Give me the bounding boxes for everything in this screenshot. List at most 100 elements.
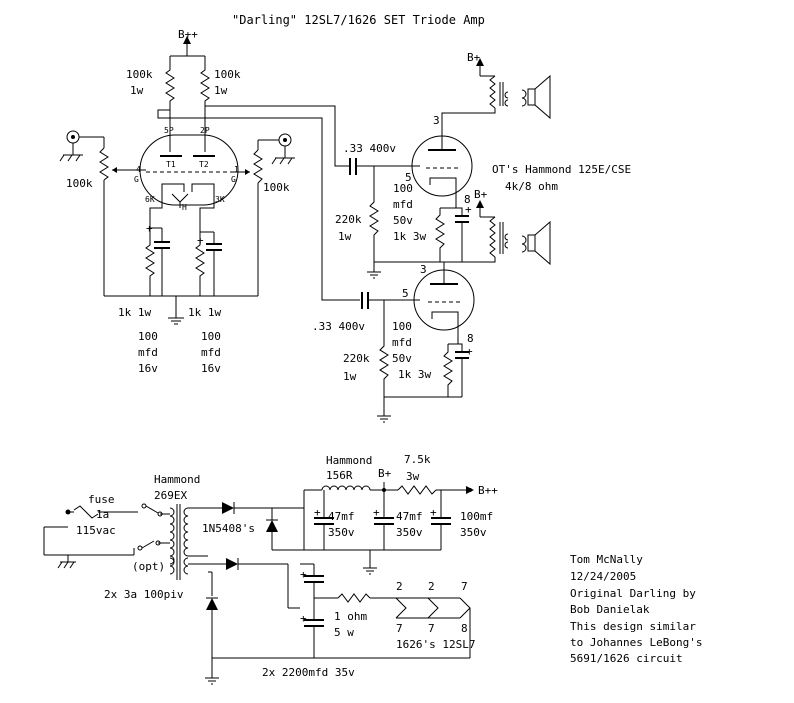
heater-top-2: 2 bbox=[428, 580, 435, 593]
out-cap-2-c: 50v bbox=[392, 352, 412, 365]
schematic-title: "Darling" 12SL7/1626 SET Triode Amp bbox=[232, 13, 485, 27]
input-jack-left-icon[interactable] bbox=[59, 130, 104, 162]
power-switch-icon[interactable] bbox=[141, 503, 163, 517]
pin-h-label: H bbox=[182, 203, 187, 212]
heater-string bbox=[395, 597, 471, 619]
plate-resistor-1 bbox=[165, 65, 175, 125]
grid-resistor-1 bbox=[369, 166, 379, 262]
heater-top-3: 7 bbox=[461, 580, 468, 593]
ot-note-2: 4k/8 ohm bbox=[505, 180, 558, 193]
rectifier-label: 1N5408's bbox=[202, 522, 255, 535]
caps-heater-label: 2x 2200mfd 35v bbox=[262, 666, 355, 679]
cap-47-1-a: 47mf bbox=[328, 510, 355, 523]
cathode-cap-2-c: 16v bbox=[201, 362, 221, 375]
output-cathode-network-1 bbox=[367, 200, 469, 279]
heater-cap-2-plus: + bbox=[300, 612, 307, 625]
heater-bot-3: 8 bbox=[461, 622, 468, 635]
mains-input-wiring bbox=[43, 505, 138, 569]
out-pin-3b: 3 bbox=[420, 263, 427, 276]
note-line-2: 12/24/2005 bbox=[570, 570, 636, 583]
grid-resistor-2 bbox=[379, 300, 389, 397]
heater-top-1: 2 bbox=[396, 580, 403, 593]
plate-lead-1 bbox=[157, 109, 360, 301]
input-jack-right-icon[interactable] bbox=[258, 133, 295, 165]
heater-cap-1-plus: + bbox=[300, 568, 307, 581]
note-line-3: Original Darling by bbox=[570, 587, 696, 600]
pin-1-label: 1 bbox=[234, 165, 239, 174]
speaker-1-icon bbox=[527, 74, 551, 120]
plate-resistor-1-power: 1w bbox=[130, 84, 144, 97]
bplus-ps-label: B+ bbox=[378, 467, 392, 480]
out-pin-5b: 5 bbox=[402, 287, 409, 300]
preamp-bpp-rail bbox=[169, 36, 206, 65]
cathode-cap-2-a: 100 bbox=[201, 330, 221, 343]
note-line-6: to Johannes LeBong's bbox=[570, 636, 702, 649]
out-pin-8b: 8 bbox=[467, 332, 474, 345]
coupling-cap-2-label: .33 400v bbox=[312, 320, 365, 333]
cap-100-a: 100mf bbox=[460, 510, 493, 523]
volume-pot-left[interactable] bbox=[99, 137, 146, 296]
bplus-2-label: B+ bbox=[474, 188, 488, 201]
cathode-r-1-label: 1k 1w bbox=[118, 306, 151, 319]
plate-resistor-2-value: 100k bbox=[214, 68, 241, 81]
cathode-cap-1-a: 100 bbox=[138, 330, 158, 343]
out-pin-5a: 5 bbox=[405, 171, 412, 184]
hv-filter bbox=[272, 482, 472, 575]
fuse-rating-label: 1a bbox=[96, 508, 109, 521]
choke-label-2: 156R bbox=[326, 469, 353, 482]
bpp-ps-label: B++ bbox=[478, 484, 498, 497]
heater-bot-1: 7 bbox=[396, 622, 403, 635]
out-cath-r-1: 1k 3w bbox=[393, 230, 426, 243]
heater-note: 1626's 12SL7 bbox=[396, 638, 475, 651]
bplus-1-label: B+ bbox=[467, 51, 481, 64]
note-line-4: Bob Danielak bbox=[570, 603, 650, 616]
coupling-cap-1 bbox=[349, 158, 420, 175]
diodes-heater-label: 2x 3a 100piv bbox=[104, 588, 184, 601]
pin-2p-label: 2P bbox=[200, 126, 210, 135]
r-drop-value: 7.5k bbox=[404, 453, 431, 466]
pin-t2-label: T2 bbox=[199, 160, 209, 169]
preamp-cathode-network-2 bbox=[195, 192, 222, 296]
output-tube-1626-top bbox=[411, 122, 473, 200]
out-pin-3a: 3 bbox=[433, 114, 440, 127]
out-cap-2-plus: + bbox=[466, 345, 473, 358]
note-line-7: 5691/1626 circuit bbox=[570, 652, 683, 665]
output-transformer-2-icon bbox=[443, 200, 527, 270]
pin-3k-label: 3K bbox=[215, 195, 225, 204]
cap-2-plus: + bbox=[197, 234, 204, 247]
volume-pot-right[interactable] bbox=[232, 140, 263, 296]
note-line-5: This design similar bbox=[570, 620, 696, 633]
pin-g-left-label: G bbox=[134, 175, 139, 184]
ot-note-1: OT's Hammond 125E/CSE bbox=[492, 163, 631, 176]
speaker-2-icon bbox=[527, 220, 551, 266]
plate-lead-2 bbox=[205, 105, 350, 167]
out-cap-2-b: mfd bbox=[392, 336, 412, 349]
note-line-1: Tom McNally bbox=[570, 553, 643, 566]
output-transformer-1-icon bbox=[441, 58, 527, 122]
bpp-top-label: B++ bbox=[178, 28, 198, 41]
cap-47-1-b: 350v bbox=[328, 526, 355, 539]
bpp-ps-arrow bbox=[466, 486, 474, 494]
grid-r-2-value: 220k bbox=[343, 352, 370, 365]
output-tube-1626-bottom bbox=[413, 269, 475, 338]
choke-label-1: Hammond bbox=[326, 454, 372, 467]
opt-switch-icon[interactable] bbox=[137, 540, 161, 551]
cap-100-b: 350v bbox=[460, 526, 487, 539]
cathode-cap-1-b: mfd bbox=[138, 346, 158, 359]
r-drop-power: 3w bbox=[406, 470, 420, 483]
cathode-r-2-label: 1k 1w bbox=[188, 306, 221, 319]
pin-g-right-label: G bbox=[231, 175, 236, 184]
author-notes: Tom McNally 12/24/2005 Original Darling … bbox=[570, 553, 702, 665]
pot-left-label: 100k bbox=[66, 177, 93, 190]
mains-label: 115vac bbox=[76, 524, 116, 537]
cap-47-2-a: 47mf bbox=[396, 510, 423, 523]
grid-r-1-power: 1w bbox=[338, 230, 352, 243]
pot-right-label: 100k bbox=[263, 181, 290, 194]
fuse-label: fuse bbox=[88, 493, 115, 506]
plate-resistor-2 bbox=[200, 65, 210, 125]
cap-1-plus: + bbox=[146, 222, 153, 235]
out-cap-1-a: 100 bbox=[393, 182, 413, 195]
cap-100-plus: + bbox=[430, 506, 437, 519]
cap-47-1-plus: + bbox=[314, 506, 321, 519]
